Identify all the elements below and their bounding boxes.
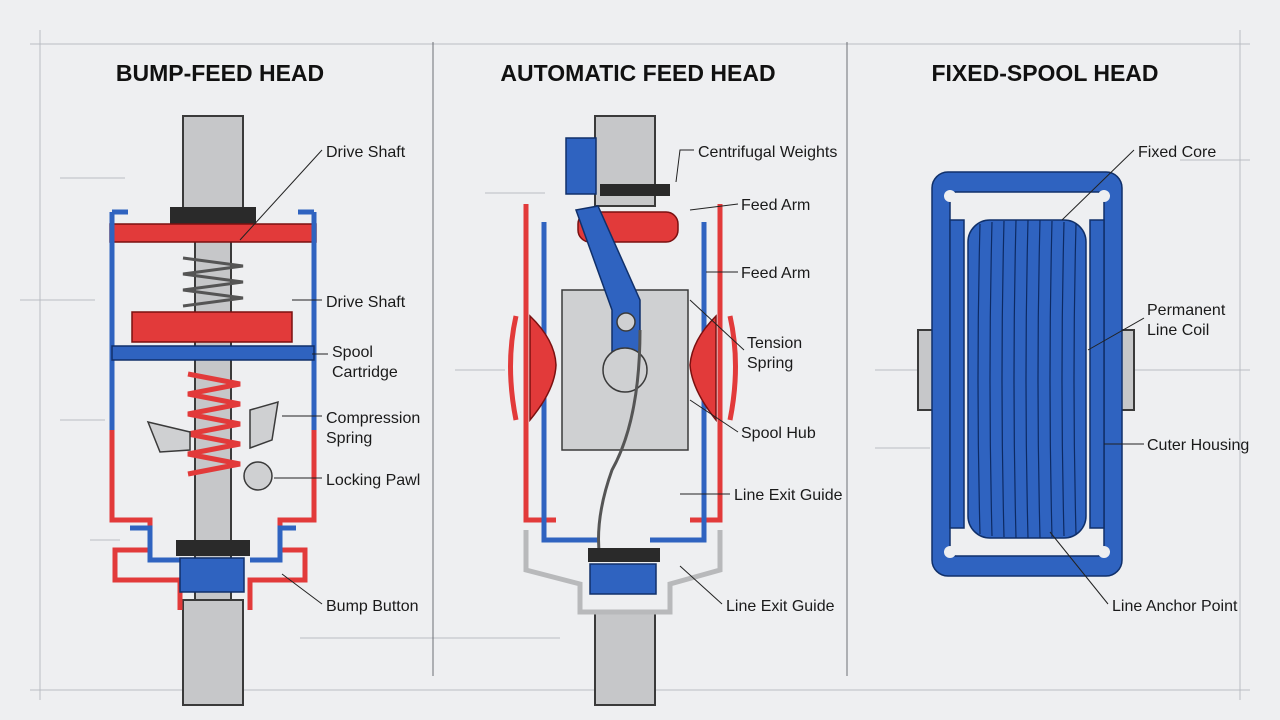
auto-right-arc bbox=[727, 315, 738, 421]
bump-leader-button bbox=[281, 573, 323, 605]
label-cuter-housing: Cuter Housing bbox=[1147, 437, 1249, 454]
label-locking-pawl: Locking Pawl bbox=[326, 472, 420, 489]
panel-title-fixed-spool: FIXED-SPOOL HEAD bbox=[931, 60, 1158, 86]
panel-automatic-feed: AUTOMATIC FEED HEAD bbox=[500, 60, 843, 706]
fixed-leader-coil bbox=[1087, 317, 1145, 351]
auto-bottom-cap bbox=[589, 563, 657, 595]
label-line-exit-guide-1: Line Exit Guide bbox=[734, 487, 843, 504]
panel-bump-feed: BUMP-FEED HEAD bbox=[109, 60, 420, 706]
auto-leader-feed-arm-1 bbox=[689, 203, 739, 211]
panel-fixed-spool: FIXED-SPOOL HEAD bbox=[917, 60, 1249, 615]
auto-lower-grey-housing bbox=[523, 530, 723, 615]
label-drive-shaft-top: Drive Shaft bbox=[326, 144, 406, 161]
auto-left-weight bbox=[529, 314, 557, 423]
bump-lower-housing bbox=[109, 430, 317, 610]
bump-compression-spring bbox=[187, 371, 241, 477]
auto-top-gear bbox=[600, 184, 670, 196]
fixed-hole-bl bbox=[944, 546, 956, 558]
label-permanent: Permanent bbox=[1147, 302, 1226, 319]
bump-drive-shaft-top bbox=[182, 115, 244, 217]
label-bump-button: Bump Button bbox=[326, 598, 419, 615]
auto-right-weight bbox=[689, 314, 717, 423]
label-line-coil: Line Coil bbox=[1147, 322, 1209, 339]
bump-top-cap bbox=[109, 223, 317, 243]
label-compression: Compression bbox=[326, 410, 420, 427]
auto-blue-frame bbox=[541, 222, 707, 543]
bump-pawl-gear bbox=[243, 461, 273, 491]
auto-centrifugal-weight bbox=[565, 137, 597, 195]
auto-leader-exit-2 bbox=[679, 565, 723, 605]
label-cartridge: Cartridge bbox=[332, 364, 398, 381]
fixed-right-flange bbox=[1089, 219, 1105, 529]
auto-hub-pivot bbox=[616, 312, 636, 332]
auto-leader-weights bbox=[675, 149, 694, 183]
fixed-left-flange bbox=[949, 219, 965, 529]
auto-leader-hub bbox=[689, 399, 739, 433]
bump-spool-disc bbox=[131, 311, 293, 343]
label-fixed-core: Fixed Core bbox=[1138, 144, 1216, 161]
label-tension-spring: Spring bbox=[747, 355, 793, 372]
auto-leader-tension bbox=[689, 299, 745, 351]
label-feed-arm-mid: Feed Arm bbox=[741, 265, 810, 282]
bump-top-gear bbox=[170, 207, 256, 225]
auto-line-path bbox=[597, 329, 642, 561]
label-spool: Spool bbox=[332, 344, 373, 361]
fixed-leader-anchor bbox=[1049, 531, 1109, 605]
bump-drive-shaft-bottom bbox=[182, 599, 244, 706]
label-feed-arm-top: Feed Arm bbox=[741, 197, 810, 214]
auto-bottom-gear bbox=[588, 548, 660, 562]
bump-spool-cartridge bbox=[111, 345, 315, 361]
bump-upper-spring bbox=[182, 256, 244, 308]
fixed-coil-windings bbox=[977, 219, 1077, 539]
bump-button bbox=[179, 557, 245, 593]
bump-locking-pawl-right bbox=[249, 400, 279, 450]
label-line-exit-guide-2: Line Exit Guide bbox=[726, 598, 835, 615]
fixed-hole-tl bbox=[944, 190, 956, 202]
label-spool-hub: Spool Hub bbox=[741, 425, 816, 442]
fixed-hole-tr bbox=[1098, 190, 1110, 202]
bump-bottom-gear bbox=[176, 540, 250, 556]
auto-left-arc bbox=[508, 315, 519, 421]
label-spring: Spring bbox=[326, 430, 372, 447]
bump-lower-blue-frame bbox=[130, 525, 296, 563]
panel-title-automatic-feed: AUTOMATIC FEED HEAD bbox=[500, 60, 775, 86]
label-centrifugal-weights: Centrifugal Weights bbox=[698, 144, 837, 161]
bump-locking-pawl bbox=[146, 420, 191, 453]
fixed-leader-core bbox=[1061, 149, 1135, 221]
fixed-line-coil bbox=[967, 219, 1087, 539]
label-line-anchor-point: Line Anchor Point bbox=[1112, 598, 1238, 615]
label-tension: Tension bbox=[747, 335, 802, 352]
fixed-hole-br bbox=[1098, 546, 1110, 558]
bump-leader-drive-shaft-1 bbox=[239, 149, 323, 241]
auto-drive-shaft-bottom bbox=[594, 611, 656, 706]
label-drive-shaft-mid: Drive Shaft bbox=[326, 294, 406, 311]
bump-housing-frame bbox=[109, 209, 317, 430]
panel-title-bump-feed: BUMP-FEED HEAD bbox=[116, 60, 324, 86]
